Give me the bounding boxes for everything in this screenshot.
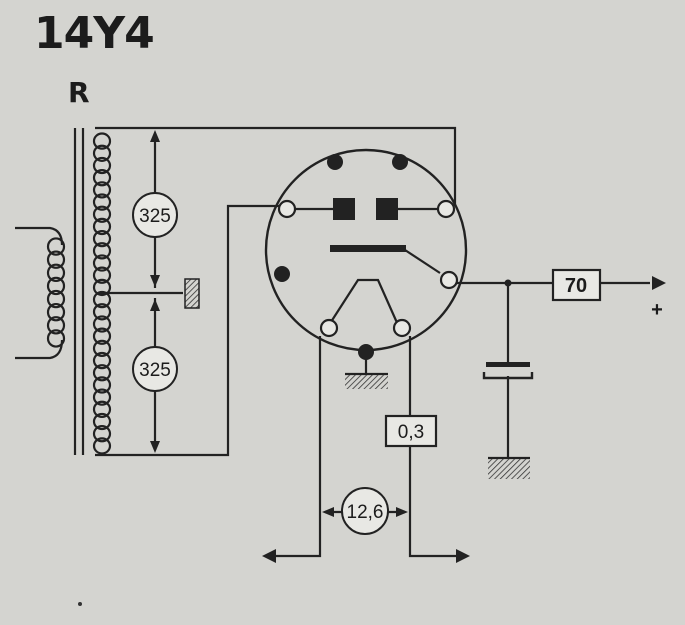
secondary-coil-turn	[92, 217, 112, 236]
capacitor-plate-top	[486, 362, 530, 367]
output-resistor	[551, 268, 602, 302]
lower-voltage-value: 325	[139, 360, 171, 381]
heater-voltage-arrowhead-left	[322, 507, 334, 517]
heater-current-value: 0,3	[398, 422, 424, 443]
pin-anode2	[436, 199, 456, 219]
secondary-coil-turn	[92, 364, 112, 382]
secondary-coil-turn	[92, 437, 112, 455]
heater-lead-right-lower	[408, 446, 462, 558]
capacitor-ground-hatch	[488, 459, 530, 479]
pin-cathode	[439, 270, 459, 290]
secondary-coil-turn	[92, 156, 112, 175]
pin-heater-right	[392, 318, 412, 338]
lower-voltage-circle	[132, 346, 178, 392]
primary-coil-turn	[46, 289, 66, 309]
rectifier-label: R	[68, 76, 90, 109]
secondary-coil-turn	[92, 132, 112, 150]
secondary-coil-turn	[92, 327, 112, 345]
primary-coil-turn	[46, 316, 66, 335]
heater-arrow-right	[456, 549, 470, 563]
cathode-bar	[330, 245, 406, 252]
primary-coil-turn	[46, 237, 66, 256]
heater-voltage-circle	[341, 487, 389, 535]
heater-voltage-arrowhead-right	[396, 507, 408, 517]
secondary-coil-turn	[92, 278, 112, 297]
tube-type-title: 14Y4	[34, 8, 155, 59]
secondary-coil-turn	[92, 193, 112, 211]
anode-plate-2	[376, 198, 398, 220]
secondary-coil-turn	[92, 169, 112, 187]
output-resistor-value: 70	[565, 275, 587, 297]
heater-arrow-left	[262, 549, 276, 563]
capacitor-plate-bottom	[482, 372, 534, 380]
wire-bottom-to-anode1	[95, 204, 285, 457]
pin-anode1	[277, 199, 297, 219]
secondary-coil-turn	[92, 303, 112, 321]
pin-dot-bottom	[358, 344, 374, 360]
pin-dot-left	[274, 266, 290, 282]
wire-top-to-anode2	[95, 126, 457, 206]
primary-coil-turn	[46, 276, 66, 296]
secondary-coil-turn	[92, 412, 112, 431]
primary-lead-bottom	[15, 339, 64, 360]
secondary-coil-turn	[92, 351, 112, 370]
primary-coil-turn	[46, 302, 66, 322]
upper-voltage-circle	[132, 192, 178, 238]
pin-dot-top-right	[392, 154, 408, 170]
pin7-ground-hatch	[345, 375, 388, 389]
secondary-coil-turn	[92, 181, 112, 199]
secondary-coil-turn	[92, 400, 112, 418]
primary-coil-turn	[46, 263, 66, 283]
secondary-winding	[92, 132, 112, 455]
pin-heater-left	[319, 318, 339, 338]
secondary-coil-turn	[92, 266, 112, 284]
heater-voltage-value: 12,6	[347, 502, 384, 523]
heater-filament	[328, 278, 400, 326]
upper-voltage-value: 325	[139, 206, 171, 227]
output-arrow-head	[652, 276, 666, 290]
secondary-coil-turn	[92, 242, 112, 260]
voltage-arrowheads	[150, 130, 160, 453]
heater-lead-left	[270, 336, 322, 558]
secondary-coil-turn	[92, 144, 112, 162]
secondary-coil-turn	[92, 388, 112, 406]
secondary-coil-turn	[92, 254, 112, 272]
anode-plate-1	[333, 198, 355, 220]
transformer-core	[73, 128, 85, 455]
primary-lead-top	[15, 226, 64, 246]
center-tap-ground	[184, 278, 200, 309]
primary-winding	[46, 237, 66, 348]
secondary-coil-turn	[92, 339, 112, 358]
output-polarity: +	[651, 299, 663, 321]
cathode-lead	[404, 249, 441, 274]
pin-dot-top-left	[327, 154, 343, 170]
heater-current-box	[384, 414, 438, 448]
secondary-coil-turn	[92, 229, 112, 248]
secondary-coil-turn	[92, 205, 112, 223]
secondary-coil-turn	[92, 315, 112, 333]
primary-coil-turn	[46, 329, 66, 348]
secondary-coil-turn	[92, 425, 112, 443]
primary-coil-turn	[46, 250, 66, 269]
print-speck	[78, 602, 82, 606]
secondary-coil-turn	[92, 376, 112, 394]
output-junction	[504, 279, 512, 287]
